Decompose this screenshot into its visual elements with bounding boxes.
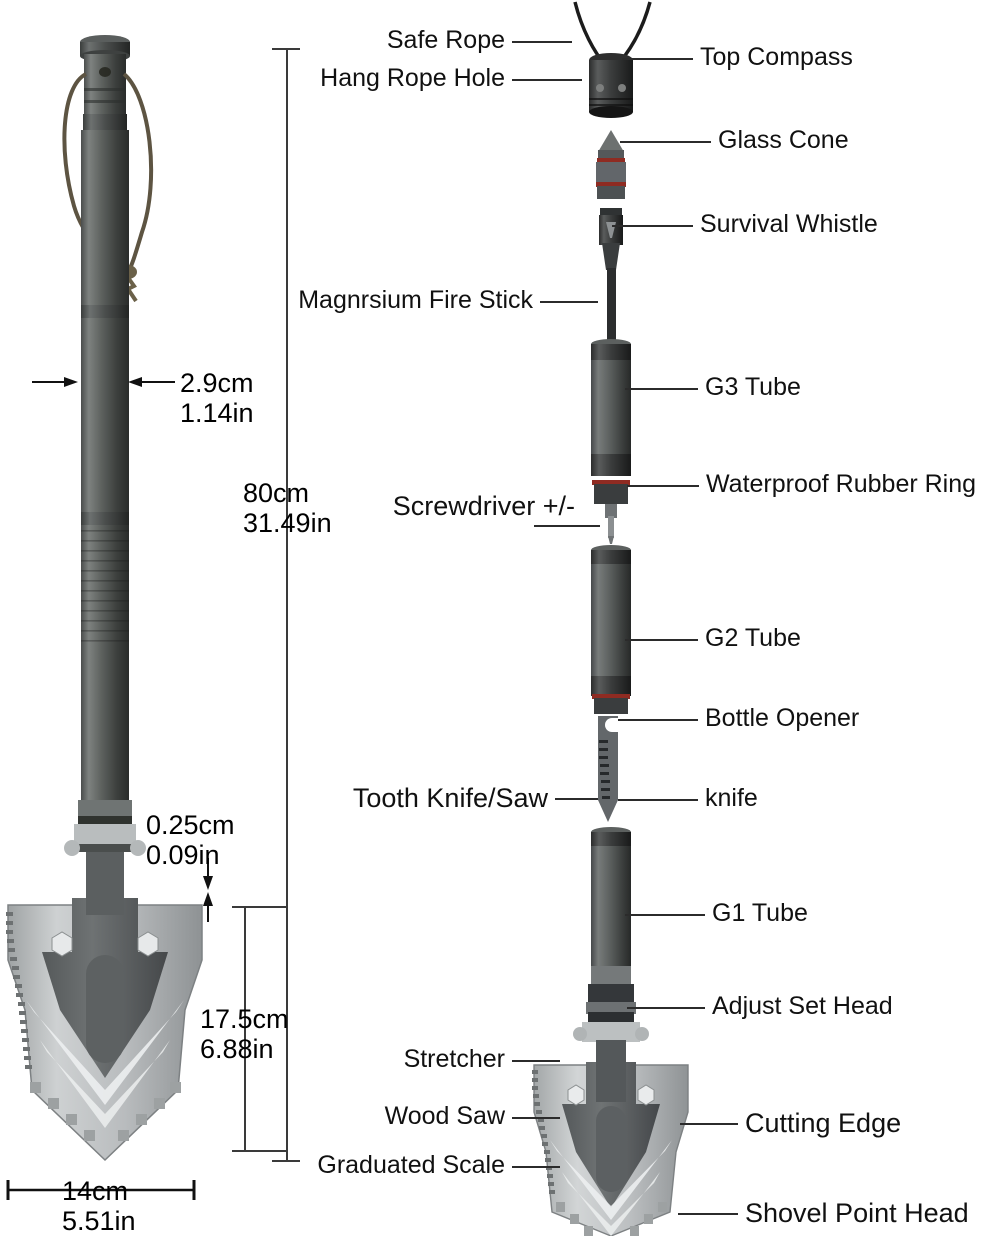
dimension-tick-17-5cm-bottom xyxy=(232,1150,286,1152)
label-top-compass: Top Compass xyxy=(700,43,853,71)
assembled-shovel-illustration xyxy=(6,35,203,1162)
leader-cutting-edge xyxy=(680,1123,738,1125)
dimension-length-cm: 80cm xyxy=(243,478,310,508)
label-adjust-set-head: Adjust Set Head xyxy=(712,992,893,1020)
dimension-head-length-in: 6.88in xyxy=(200,1034,274,1065)
dimension-head-length: 17.5cm 6.88in xyxy=(200,1004,289,1064)
dimension-length: 80cm 31.49in xyxy=(243,478,332,538)
label-wood-saw: Wood Saw xyxy=(384,1102,505,1130)
leader-knife xyxy=(618,799,698,801)
dimension-thickness-cm: 0.25cm xyxy=(146,810,235,840)
dimension-head-width-in: 5.51in xyxy=(62,1206,136,1236)
dimension-diameter-cm: 2.9cm xyxy=(180,368,254,398)
label-cutting-edge: Cutting Edge xyxy=(745,1108,902,1138)
leader-survival-whistle xyxy=(612,225,693,227)
label-shovel-point-head: Shovel Point Head xyxy=(745,1198,969,1228)
label-knife: knife xyxy=(705,784,758,812)
leader-wood-saw xyxy=(512,1117,560,1119)
leader-shovel-point-head xyxy=(678,1213,738,1215)
label-survival-whistle: Survival Whistle xyxy=(700,210,878,238)
label-g3-tube: G3 Tube xyxy=(705,373,801,401)
dimension-line-80cm xyxy=(286,48,288,1160)
leader-g1-tube xyxy=(625,914,705,916)
leader-glass-cone xyxy=(620,141,711,143)
label-g1-tube: G1 Tube xyxy=(712,899,808,927)
label-bottle-opener: Bottle Opener xyxy=(705,704,860,732)
dimension-line-17-5cm xyxy=(244,906,246,1150)
label-stretcher: Stretcher xyxy=(403,1045,505,1073)
label-g2-tube: G2 Tube xyxy=(705,624,801,652)
dimension-diameter: 2.9cm 1.14in xyxy=(180,368,254,428)
leader-graduated-scale xyxy=(512,1166,560,1168)
leader-g2-tube xyxy=(625,639,698,641)
dimension-diameter-in: 1.14in xyxy=(180,398,254,429)
leader-g3-tube xyxy=(625,388,698,390)
leader-bottle-opener xyxy=(618,719,698,721)
dimension-length-in: 31.49in xyxy=(243,508,332,539)
dimension-tick-17-5cm-top xyxy=(232,906,286,908)
leader-screwdriver xyxy=(534,525,600,527)
label-magnesium-fire-stick: Magnrsium Fire Stick xyxy=(298,286,533,314)
label-waterproof-rubber-ring: Waterproof Rubber Ring xyxy=(706,470,977,498)
dimension-tick-80cm-bottom xyxy=(272,1160,300,1162)
label-screwdriver: Screwdriver +/- xyxy=(392,491,575,521)
label-safe-rope: Safe Rope xyxy=(386,26,505,54)
dimension-head-length-cm: 17.5cm xyxy=(200,1004,289,1034)
exploded-parts-illustration xyxy=(532,1,689,1236)
dimension-head-width-cm: 14cm xyxy=(62,1176,129,1206)
dimension-head-width: 14cm 5.51in xyxy=(62,1176,136,1236)
leader-waterproof-rubber-ring xyxy=(627,485,699,487)
leader-safe-rope xyxy=(512,41,572,43)
leader-adjust-set-head xyxy=(627,1007,705,1009)
dimension-tick-80cm-top xyxy=(272,48,300,50)
label-tooth-knife-saw: Tooth Knife/Saw xyxy=(352,783,548,813)
dimension-thickness: 0.25cm 0.09in xyxy=(146,810,235,870)
dimension-bracket-14cm xyxy=(6,1180,196,1200)
label-hang-rope-hole: Hang Rope Hole xyxy=(320,64,505,92)
dimension-arrows-2-9cm xyxy=(32,377,175,387)
leader-tooth-knife-saw xyxy=(555,798,598,800)
dimension-thickness-in: 0.09in xyxy=(146,840,220,871)
label-graduated-scale: Graduated Scale xyxy=(317,1151,505,1179)
leader-stretcher xyxy=(512,1060,560,1062)
dimension-arrows-0-25cm xyxy=(203,858,213,922)
leader-hang-rope-hole xyxy=(512,79,582,81)
label-glass-cone: Glass Cone xyxy=(718,126,849,154)
leader-magnesium-fire-stick xyxy=(540,301,598,303)
leader-top-compass xyxy=(622,58,693,60)
